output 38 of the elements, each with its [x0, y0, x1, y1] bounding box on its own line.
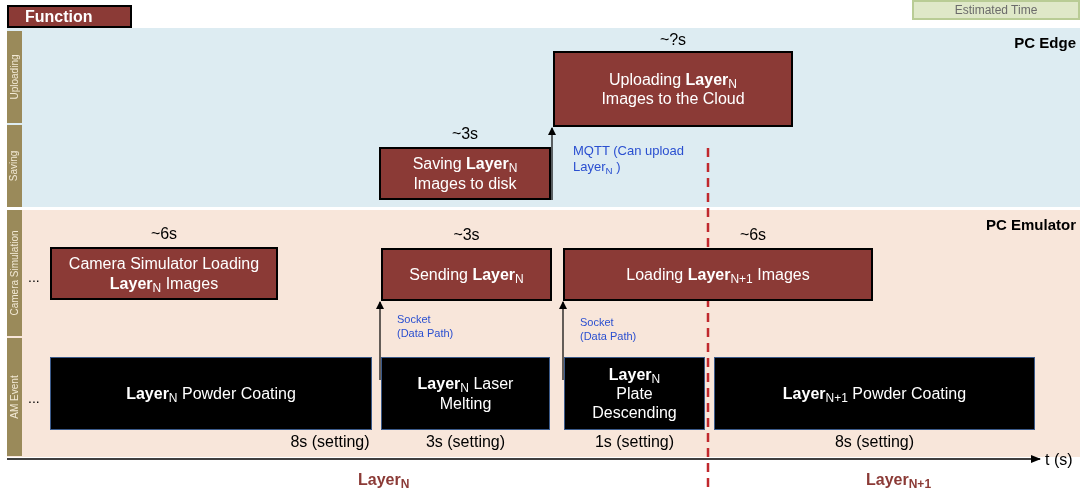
arrow [559, 301, 567, 381]
duration-label: 8s (setting) [834, 432, 915, 452]
ellipsis-label: ... [28, 269, 40, 285]
event-box: Layer$_{N}$ Plate Descending [564, 357, 705, 430]
edge-label: Socket (Data Path) [397, 313, 455, 341]
edge-label: MQTT (Can upload Layer$_{N}$ ) [573, 143, 686, 176]
lane-tab: Saving [7, 125, 22, 207]
event-box: Layer$_{N}$ Laser Melting [381, 357, 550, 430]
event-box: Layer$_{N+1}$ Powder Coating [714, 357, 1035, 430]
duration-label: 1s (setting) [594, 432, 675, 452]
lane-tab: Camera Simulation [7, 210, 22, 336]
task-box: Saving Layer$_{N}$ Images to disk [379, 147, 551, 200]
duration-label: 8s (setting) [290, 432, 370, 452]
lane-tab: AM Event [7, 338, 22, 456]
task-box: Loading Layer$_{N+1}$ Images [563, 248, 873, 301]
task-box: Sending Layer$_{N}$ [381, 248, 552, 301]
task-box: Uploading Layer$_{N}$ Images to the Cloud [553, 51, 793, 127]
duration-label: ~6s [739, 225, 767, 245]
swimlane-band [7, 28, 1080, 207]
duration-label: ~?s [659, 30, 687, 50]
axis-label: t (s) [1045, 451, 1073, 468]
header-tab: Estimated Time [912, 0, 1080, 20]
edge-label: Socket (Data Path) [580, 316, 638, 344]
lane-tab: Uploading [7, 31, 22, 123]
layer-label: Layer$_{N+1}$ [866, 471, 932, 488]
band-title: PC Edge [1014, 33, 1076, 53]
band-title: PC Emulator [986, 215, 1076, 235]
ellipsis-label: ... [28, 390, 40, 406]
header-tab: Function [7, 5, 132, 28]
arrow [376, 301, 384, 381]
duration-label: ~3s [451, 124, 479, 144]
event-box: Layer$_{N}$ Powder Coating [50, 357, 372, 430]
duration-label: 3s (setting) [425, 432, 506, 452]
duration-label: ~3s [453, 225, 480, 245]
task-box: Camera Simulator Loading Layer$_{N}$ Images [50, 247, 278, 300]
arrow [548, 127, 556, 201]
layer-label: Layer$_{N}$ [358, 471, 410, 488]
duration-label: ~6s [150, 224, 178, 244]
